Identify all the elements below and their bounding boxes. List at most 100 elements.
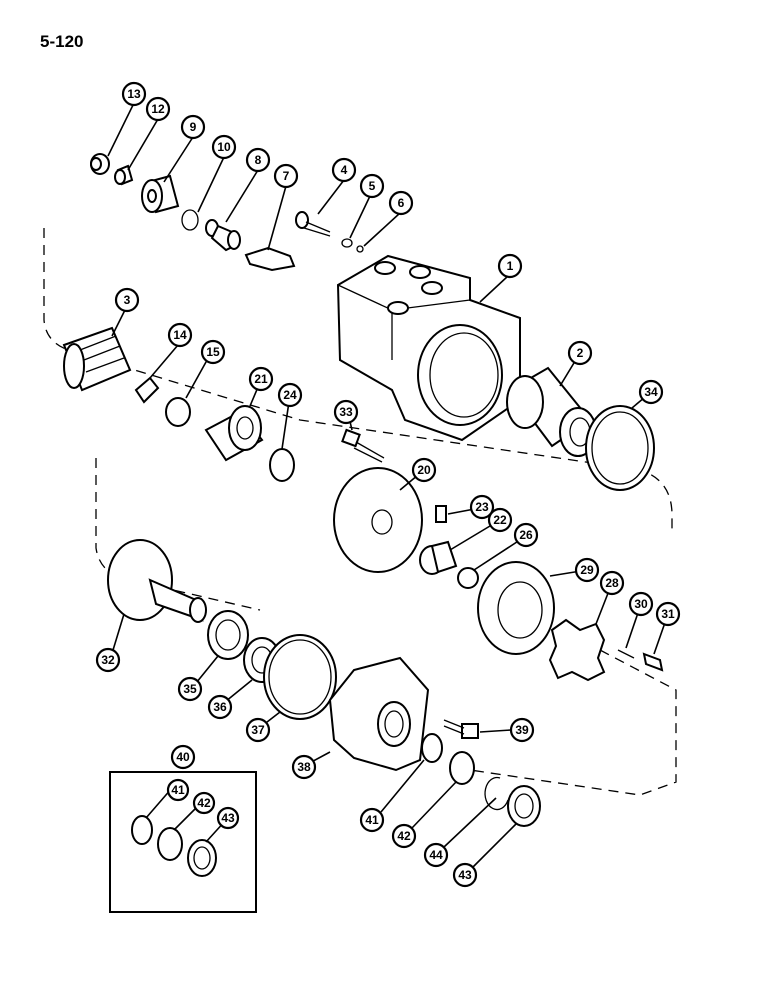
kit-callout-41-label: 41 [171, 783, 185, 797]
part-5-seal [341, 238, 353, 248]
callout-44: 44 [423, 842, 449, 868]
callout-42-label: 42 [397, 829, 411, 843]
part-44-snap-ring [484, 776, 509, 811]
callout-35-label: 35 [183, 682, 197, 696]
part-30-pin [617, 649, 635, 659]
callout-35: 35 [177, 676, 203, 702]
part-26-spacer [457, 567, 479, 589]
callout-15-label: 15 [206, 345, 220, 359]
callout-3-label: 3 [124, 293, 131, 307]
part-15-ring [165, 397, 191, 427]
callout-30: 30 [628, 591, 654, 617]
callout-10: 10 [211, 134, 237, 160]
kit-part-41 [131, 815, 153, 845]
callout-2: 2 [567, 340, 593, 366]
callout-33-label: 33 [339, 405, 353, 419]
part-7-plate [244, 246, 296, 272]
callout-28: 28 [599, 570, 625, 596]
callout-41-label: 41 [365, 813, 379, 827]
callout-23: 23 [469, 494, 495, 520]
part-35-bearing [207, 610, 249, 660]
callout-26-label: 26 [519, 528, 533, 542]
callout-36: 36 [207, 694, 233, 720]
part-12-bushing [114, 164, 134, 186]
callout-20-label: 20 [417, 463, 431, 477]
kit-callout-43-label: 43 [221, 811, 235, 825]
callout-9: 9 [180, 114, 206, 140]
part-23-key [435, 505, 447, 523]
callout-37-label: 37 [251, 723, 265, 737]
callout-24-label: 24 [283, 388, 297, 402]
part-38-end-cap [328, 656, 430, 772]
part-31-key [642, 652, 664, 672]
page-number: 5-120 [40, 32, 84, 51]
part-14-pin [134, 376, 160, 404]
callout-13: 13 [121, 81, 147, 107]
callout-14-label: 14 [173, 328, 187, 342]
part-41-seal [421, 733, 443, 763]
callout-13-label: 13 [127, 87, 141, 101]
callout-7-label: 7 [283, 169, 290, 183]
callout-44-label: 44 [429, 848, 443, 862]
callout-29-label: 29 [580, 563, 594, 577]
part-39-bolt [443, 719, 479, 739]
callout-31-label: 31 [661, 607, 675, 621]
part-21-spool-assembly [204, 405, 264, 462]
callout-40-label: 40 [176, 750, 190, 764]
part-24-ring [269, 448, 295, 482]
callout-5: 5 [359, 173, 385, 199]
callout-31: 31 [655, 601, 681, 627]
kit-callout-42: 42 [192, 791, 216, 815]
callout-8-label: 8 [255, 153, 262, 167]
part-4-pin [295, 211, 331, 237]
kit-callout-42-label: 42 [197, 796, 211, 810]
callout-36-label: 36 [213, 700, 227, 714]
callout-29: 29 [574, 557, 600, 583]
callout-8: 8 [245, 147, 271, 173]
callout-42: 42 [391, 823, 417, 849]
callout-10-label: 10 [217, 140, 231, 154]
upper-group-outline [43, 228, 673, 530]
part-42-ring [449, 751, 475, 785]
kit-callout-41: 41 [166, 778, 190, 802]
callout-4-label: 4 [341, 163, 348, 177]
kit-callout-43: 43 [216, 806, 240, 830]
kit-part-42 [157, 827, 183, 861]
callout-39-label: 39 [515, 723, 529, 737]
part-9-spool [141, 174, 180, 214]
callout-21: 21 [248, 366, 274, 392]
callout-24: 24 [277, 382, 303, 408]
part-3-sleeve [62, 326, 132, 392]
callout-12-label: 12 [151, 102, 165, 116]
callout-6: 6 [388, 190, 414, 216]
callout-22-label: 22 [493, 513, 507, 527]
callout-23-label: 23 [475, 500, 489, 514]
callout-32-label: 32 [101, 653, 115, 667]
callout-2-label: 2 [577, 346, 584, 360]
part-34-o-ring [585, 405, 655, 491]
callout-34-label: 34 [644, 385, 658, 399]
part-22-drive [419, 540, 458, 575]
part-13-nut [90, 153, 110, 175]
callout-43-label: 43 [458, 868, 472, 882]
part-43-washer [507, 785, 541, 827]
callout-26: 26 [513, 522, 539, 548]
callout-30-label: 30 [634, 597, 648, 611]
callout-32: 32 [95, 647, 121, 673]
callout-15: 15 [200, 339, 226, 365]
part-20-plate [333, 467, 423, 573]
part-8-valve-stem [205, 219, 241, 252]
callout-21-label: 21 [254, 372, 268, 386]
callout-22: 22 [487, 507, 513, 533]
callout-41: 41 [359, 807, 385, 833]
callout-9-label: 9 [190, 120, 197, 134]
part-32-shaft [107, 539, 207, 623]
callout-1: 1 [497, 253, 523, 279]
callout-34: 34 [638, 379, 664, 405]
callout-38-label: 38 [297, 760, 311, 774]
part-6-ball [356, 245, 364, 253]
callout-14: 14 [167, 322, 193, 348]
part-2-sleeve [506, 366, 597, 457]
callout-5-label: 5 [369, 179, 376, 193]
